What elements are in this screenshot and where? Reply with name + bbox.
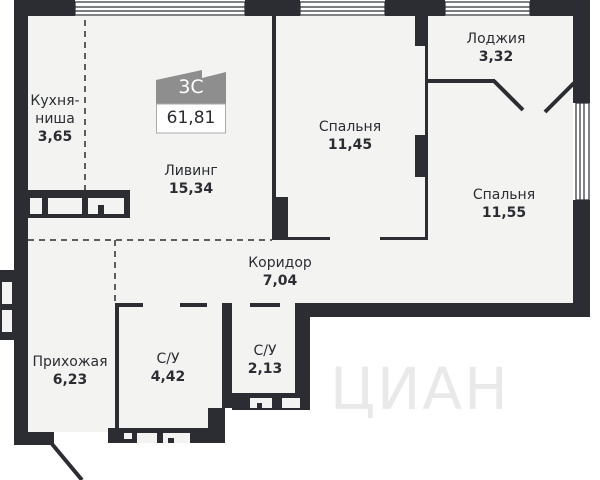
room-area: 7,04 bbox=[262, 273, 298, 289]
apartment-total-area: 61,81 bbox=[166, 108, 216, 128]
windows bbox=[74, 1, 590, 201]
walls bbox=[0, 0, 590, 445]
room-name: С/У bbox=[156, 351, 180, 367]
room-bathroom-1: С/У 4,42 bbox=[151, 350, 186, 386]
room-corridor: Коридор 7,04 bbox=[248, 254, 312, 290]
room-living: Ливинг 15,34 bbox=[164, 162, 217, 198]
room-bathroom-2: С/У 2,13 bbox=[248, 342, 283, 378]
room-area: 6,23 bbox=[52, 372, 88, 388]
room-name: Спальня bbox=[318, 119, 382, 135]
room-name: Прихожая bbox=[32, 354, 108, 370]
room-name: С/У bbox=[253, 343, 277, 359]
fixture-detail bbox=[168, 438, 174, 443]
room-area: 3,65 bbox=[37, 129, 73, 145]
room-name: Ливинг bbox=[164, 163, 218, 179]
floors bbox=[28, 16, 573, 432]
watermark: ЦИАН bbox=[330, 355, 510, 423]
room-name: Лоджия bbox=[466, 31, 526, 47]
room-bedroom-2: Спальня 11,55 bbox=[473, 186, 535, 222]
room-area: 2,13 bbox=[247, 361, 283, 377]
apartment-type: 3С bbox=[178, 76, 204, 98]
room-bedroom-1: Спальня 11,45 bbox=[319, 118, 381, 154]
doors bbox=[50, 79, 576, 480]
fixture-detail bbox=[257, 403, 262, 408]
room-name: Кухня- bbox=[30, 93, 80, 109]
room-loggia: Лоджия 3,32 bbox=[467, 30, 526, 66]
fixtures bbox=[2, 198, 300, 443]
room-name: ниша bbox=[35, 111, 75, 127]
room-area: 15,34 bbox=[168, 181, 214, 197]
room-area: 3,32 bbox=[478, 49, 514, 65]
room-hallway: Прихожая 6,23 bbox=[33, 353, 108, 389]
zone-dividers bbox=[28, 20, 272, 303]
fixture-detail bbox=[98, 205, 104, 214]
room-name: Коридор bbox=[248, 255, 312, 271]
room-kitchen: Кухня- ниша 3,65 bbox=[30, 92, 79, 146]
badge-shape bbox=[156, 70, 226, 134]
apartment-badge: 3С 61,81 bbox=[156, 68, 226, 134]
room-area: 11,55 bbox=[481, 205, 527, 221]
room-name: Спальня bbox=[472, 187, 536, 203]
room-area: 11,45 bbox=[327, 137, 373, 153]
room-area: 4,42 bbox=[150, 369, 186, 385]
